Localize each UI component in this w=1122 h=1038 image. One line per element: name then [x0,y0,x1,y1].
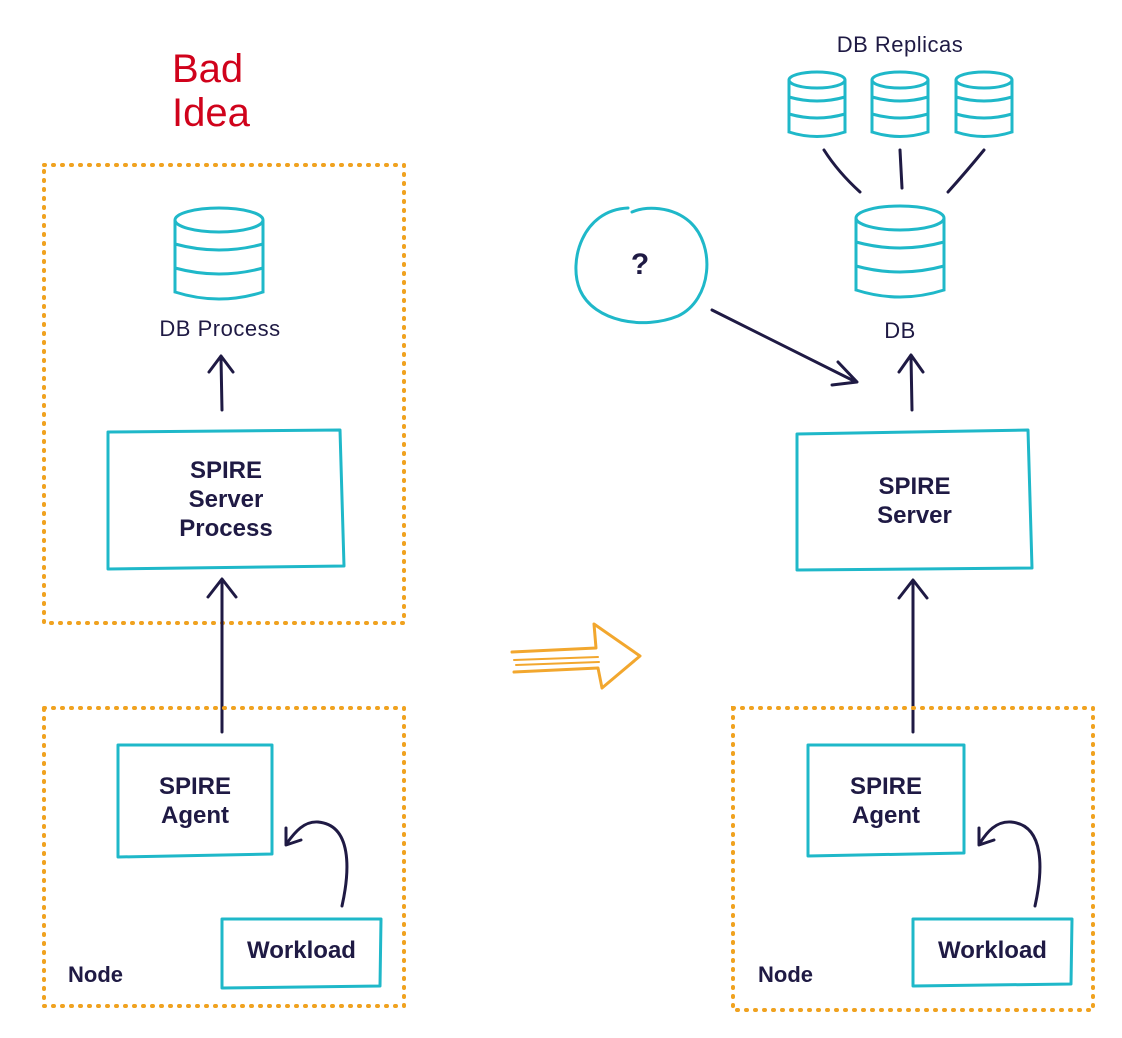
right-agent-box [806,743,966,858]
transition-arrow-inner [513,656,600,666]
left-db-process-label: DB Process [159,316,281,341]
server-host-boundary [42,163,406,625]
right-workload-label: Workload [938,937,1047,964]
right-server-label: SPIRE Server [877,473,952,529]
left-server-process-label: SPIRE Server Process [179,457,273,542]
right-workload-box [911,917,1074,988]
replica-db-icon-1 [787,70,847,138]
replica-db-icon-2 [870,70,930,138]
left-agent-label: SPIRE Agent [158,773,232,829]
left-db-process-icon [173,206,265,301]
left-agent-to-server-arrow [206,577,238,734]
db-replicas-label: DB Replicas [836,32,964,57]
right-workload-to-agent-arrow [977,820,1042,908]
bad-idea-title: Bad Idea [172,47,250,135]
left-workload-to-agent-arrow [284,820,349,908]
left-workload-box [220,917,383,990]
left-agent-box [116,743,274,859]
transition-arrow [510,622,642,690]
right-agent-label: SPIRE Agent [849,773,923,829]
left-server-to-db-arrow [207,354,235,412]
unknown-circle [574,206,709,325]
replica-db-icon-3 [954,70,1014,138]
unknown-to-db-arrow [710,308,859,387]
right-node-boundary [731,706,1095,1012]
right-node-label: Node [758,962,813,987]
unknown-question-label: ? [630,248,650,281]
left-node-boundary [42,706,406,1008]
replica-links [822,148,986,194]
left-server-process-box [106,428,346,571]
left-node-label: Node [68,962,123,987]
left-workload-label: Workload [247,937,356,964]
right-db-icon [854,204,946,299]
right-server-box [795,428,1034,572]
right-server-to-db-arrow [897,353,925,412]
right-db-label: DB [884,318,916,343]
